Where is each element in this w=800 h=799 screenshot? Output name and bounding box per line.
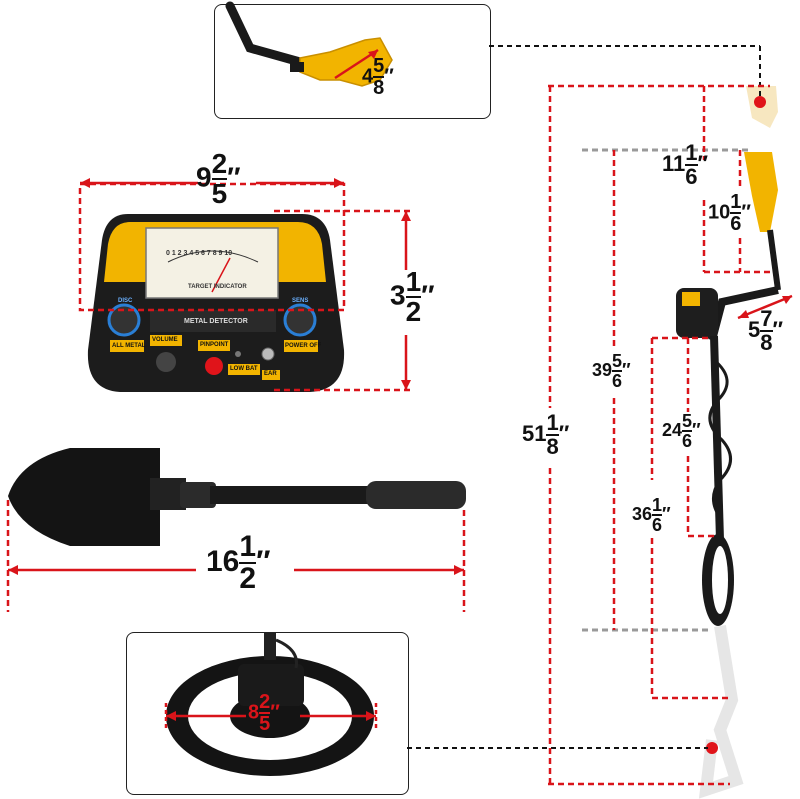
- sens-knob-label: SENS: [292, 298, 309, 304]
- control-panel-illustration: [87, 214, 345, 392]
- handle-grip-illustration: [225, 1, 393, 87]
- all-metal-label: ALL METAL: [112, 343, 146, 349]
- meter-label: TARGET INDICATOR: [188, 284, 247, 290]
- disc-knob-label: DISC: [118, 298, 133, 304]
- ear-label: EAR: [264, 371, 277, 377]
- shovel-illustration: [8, 448, 466, 546]
- volume-label: VOLUME: [152, 337, 178, 343]
- search-coil-illustration: [166, 632, 374, 776]
- pinpoint-label: PINPOINT: [200, 342, 229, 348]
- meter-scale: 0 1 2 3 4 5 6 7 8 9 10: [166, 250, 233, 257]
- dim-whole: 4: [362, 65, 374, 88]
- low-bat-label: LOW BAT: [230, 366, 258, 372]
- full-detector-illustration: [676, 86, 781, 799]
- device-title: METAL DETECTOR: [184, 318, 248, 325]
- power-off-label: POWER OFF: [285, 343, 322, 349]
